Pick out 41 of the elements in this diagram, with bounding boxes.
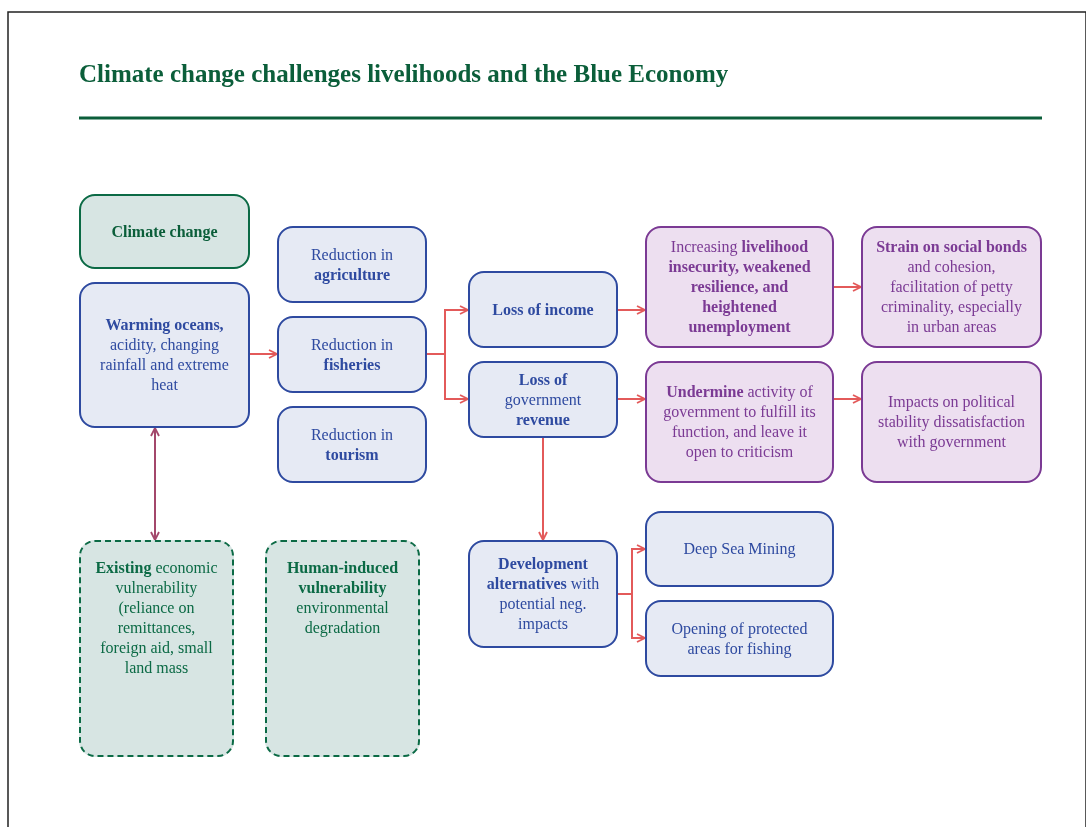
box-text: Existing economic vulnerability (reliance on remittances, foreign aid, small land mass	[95, 558, 218, 678]
box-text: Climate change	[111, 221, 218, 242]
box-text: Increasing livelihood insecurity, weakened resilience, and heightened unemployment	[667, 237, 812, 337]
box-text: Development alternatives with potential neg. impacts	[485, 554, 601, 634]
effect-box	[645, 511, 834, 587]
impact-box	[861, 226, 1042, 348]
effect-box	[277, 406, 427, 483]
box-text: Warming oceans, acidity, changing rainfall and extreme heat	[99, 315, 230, 395]
box-text: Reduction in fisheries	[309, 334, 395, 375]
arrow	[249, 349, 278, 359]
effect-box	[79, 282, 250, 428]
box-text: Reduction in tourism	[309, 424, 395, 465]
arrow	[617, 394, 646, 404]
vulnerability-box	[265, 540, 420, 757]
box-text: Strain on social bonds and cohesion, facilitation of petty criminality, especially in urban areas	[875, 237, 1028, 337]
arrow	[617, 305, 646, 315]
effect-box	[468, 540, 618, 648]
arrow	[150, 427, 160, 541]
box-text: Impacts on political stability dissatisfaction with government	[876, 392, 1027, 452]
arrow	[538, 437, 548, 541]
impact-box	[645, 361, 834, 483]
box-text: Loss of income	[492, 299, 594, 320]
arrow	[833, 282, 862, 292]
arrow	[426, 353, 469, 404]
effect-box	[468, 271, 618, 348]
box-text: Loss of government revenue	[503, 369, 583, 430]
effect-box	[645, 600, 834, 677]
impact-box	[861, 361, 1042, 483]
box-text: Opening of protected areas for fishing	[670, 618, 809, 659]
effect-box	[277, 316, 427, 393]
box-text: Human-induced vulnerability environmental degradation	[285, 558, 400, 638]
arrow	[833, 394, 862, 404]
vulnerability-box	[79, 540, 234, 757]
effect-box	[277, 226, 427, 303]
title: Climate change challenges livelihoods and the Blue Economy	[79, 60, 729, 88]
box-text: Deep Sea Mining	[683, 539, 796, 559]
box-text: Undermine activity of government to fulfill its function, and leave it open to criticism	[662, 382, 817, 462]
impact-box	[645, 226, 834, 348]
box-text: Reduction in agriculture	[309, 244, 395, 285]
cause-box	[79, 194, 250, 269]
effect-box	[468, 361, 618, 438]
